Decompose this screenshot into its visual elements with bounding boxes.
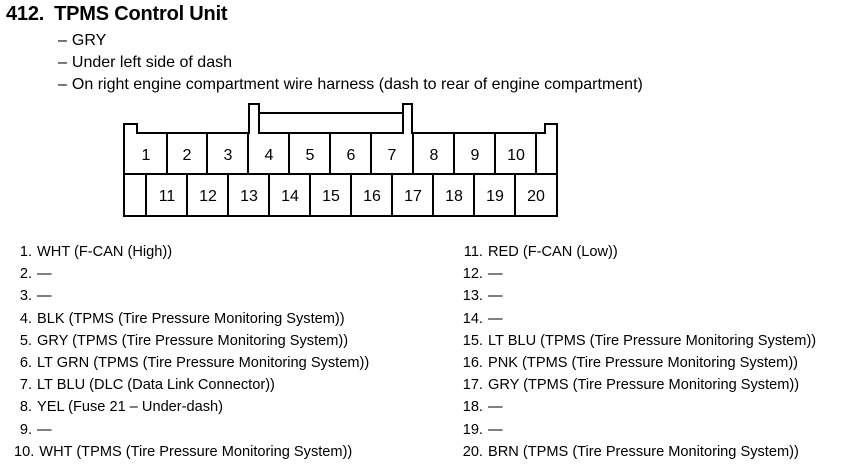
pin-entry: 8.YEL (Fuse 21 – Under-dash) <box>19 399 224 416</box>
pin-label-8: 8 <box>430 147 439 164</box>
pin-label-18: 18 <box>445 188 463 205</box>
pin-entry: 15.LT BLU (TPMS (Tire Pressure Monitorin… <box>462 332 817 349</box>
connector-notes: –GRY –Under left side of dash –On right … <box>58 30 643 96</box>
pin-entry: 5.GRY (TPMS (Tire Pressure Monitoring Sy… <box>19 332 349 349</box>
pin-label-15: 15 <box>322 188 340 205</box>
pin-label-7: 7 <box>388 147 397 164</box>
pin-label-20: 20 <box>527 188 545 205</box>
pin-entry: 4.BLK (TPMS (Tire Pressure Monitoring Sy… <box>19 310 345 327</box>
pin-entry: 3.— <box>19 288 52 305</box>
pin-label-1: 1 <box>142 147 151 164</box>
pin-entry: 7.LT BLU (DLC (Data Link Connector)) <box>19 377 275 394</box>
pin-entry: 12.— <box>462 266 503 283</box>
pin-entry: 1.WHT (F-CAN (High)) <box>19 244 173 260</box>
connector-cavities <box>145 133 537 216</box>
pin-entry: 16.PNK (TPMS (Tire Pressure Monitoring S… <box>462 355 799 372</box>
pin-numbers: 1 2 3 4 5 6 7 8 9 10 11 12 13 14 15 16 1… <box>142 147 545 205</box>
pin-entry: 2.— <box>19 266 52 283</box>
pin-label-3: 3 <box>224 147 233 164</box>
pin-label-17: 17 <box>404 188 422 205</box>
pin-entry: 19.— <box>462 421 503 438</box>
note-dash: – <box>58 54 67 71</box>
pin-label-6: 6 <box>347 147 356 164</box>
note-harness: –On right engine compartment wire harnes… <box>58 76 643 93</box>
page-title: 412. TPMS Control Unit <box>6 3 228 26</box>
pin-entry: 17.GRY (TPMS (Tire Pressure Monitoring S… <box>462 377 800 394</box>
pin-label-16: 16 <box>363 188 381 205</box>
note-location: –Under left side of dash <box>58 54 232 71</box>
connector-face-diagram: 1 2 3 4 5 6 7 8 9 10 11 12 13 14 15 16 1… <box>123 103 558 217</box>
pin-label-14: 14 <box>281 188 299 205</box>
pin-entry: 6.LT GRN (TPMS (Tire Pressure Monitoring… <box>19 355 370 372</box>
note-dash: – <box>58 76 67 93</box>
note-color: –GRY <box>58 32 107 49</box>
pin-entry: 13.— <box>462 288 503 305</box>
pin-label-11: 11 <box>159 188 176 205</box>
pin-entry: 20.BRN (TPMS (Tire Pressure Monitoring S… <box>462 443 799 460</box>
pin-label-13: 13 <box>240 188 258 205</box>
section-number: 412. <box>6 3 45 25</box>
pin-label-19: 19 <box>486 188 504 205</box>
pin-list-right: 11.RED (F-CAN (Low)) 12.— 13.— 14.— 15.L… <box>455 241 816 463</box>
pin-entry: 14.— <box>462 310 503 327</box>
pin-list-left: 1.WHT (F-CAN (High)) 2.— 3.— 4.BLK (TPMS… <box>14 241 369 463</box>
pin-entry: 18.— <box>462 399 503 416</box>
pin-label-12: 12 <box>199 188 217 205</box>
pin-label-9: 9 <box>471 147 480 164</box>
pin-label-10: 10 <box>507 147 525 164</box>
pin-entry: 10.WHT (TPMS (Tire Pressure Monitoring S… <box>14 443 353 460</box>
pin-label-2: 2 <box>183 147 192 164</box>
pin-label-4: 4 <box>265 147 274 164</box>
note-dash: – <box>58 32 67 49</box>
pin-entry: 11.RED (F-CAN (Low)) <box>463 244 618 260</box>
pin-entry: 9.— <box>19 421 52 438</box>
section-title: TPMS Control Unit <box>54 3 228 25</box>
pin-label-5: 5 <box>306 147 315 164</box>
